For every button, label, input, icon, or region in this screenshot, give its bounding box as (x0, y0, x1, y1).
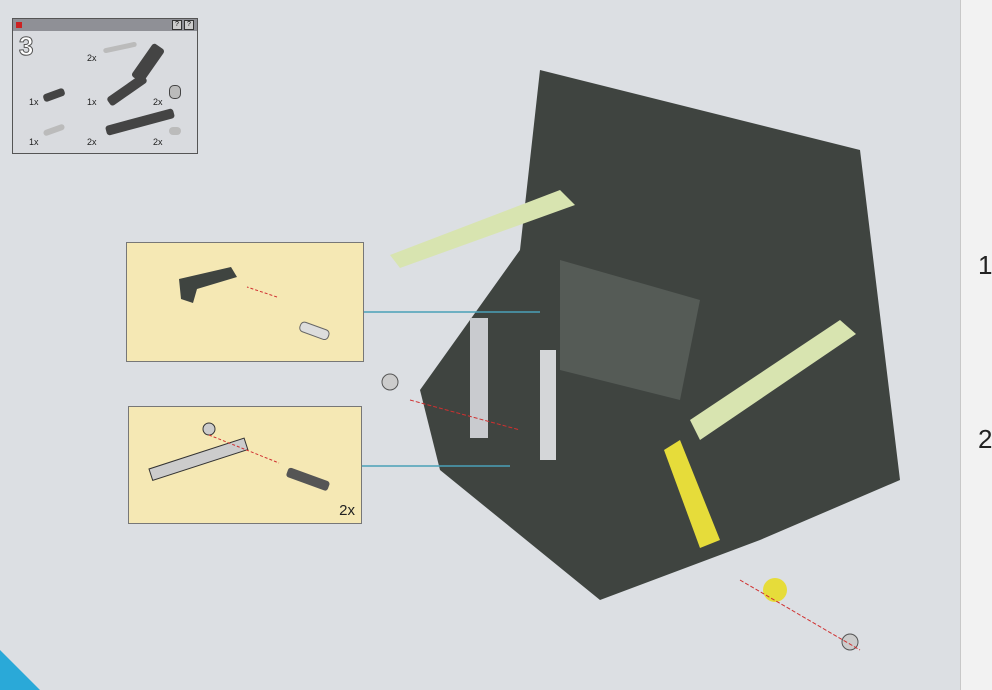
beam-light (540, 350, 556, 460)
part-qty: 2x (87, 53, 97, 63)
instruction-page: ? ? 3 2x 1x 1x 2x 1x 2x 2x (0, 18, 900, 690)
part-qty: 2x (153, 137, 163, 147)
callout-step-a (126, 242, 364, 362)
parts-list-panel: ? ? 3 2x 1x 1x 2x 1x 2x 2x (12, 18, 198, 154)
model-illustration (360, 70, 900, 651)
yellow-gear (664, 440, 720, 548)
maximize-icon: ? (184, 20, 194, 30)
parts-list-titlebar: ? ? (13, 19, 197, 31)
callout-step-b: 2x (128, 406, 362, 524)
part-qty: 2x (87, 137, 97, 147)
callout-qty: 2x (339, 502, 355, 519)
page-corner (0, 650, 40, 690)
step-number: 3 (18, 31, 34, 62)
next-step-number: 2 (978, 424, 992, 454)
part-qty: 1x (29, 137, 39, 147)
minimize-icon: ? (172, 20, 182, 30)
part-qty: 1x (87, 97, 97, 107)
next-step-number: 1 (978, 250, 992, 280)
arm-left (390, 190, 575, 268)
arm-right (690, 320, 856, 440)
next-page-edge (960, 0, 992, 690)
bush-half-icon (169, 127, 181, 135)
brand-logo-icon (16, 22, 22, 28)
yellow-hub (763, 578, 787, 602)
bush-icon (169, 85, 181, 99)
part-qty: 1x (29, 97, 39, 107)
beam-grey (470, 318, 488, 438)
part-qty: 2x (153, 97, 163, 107)
